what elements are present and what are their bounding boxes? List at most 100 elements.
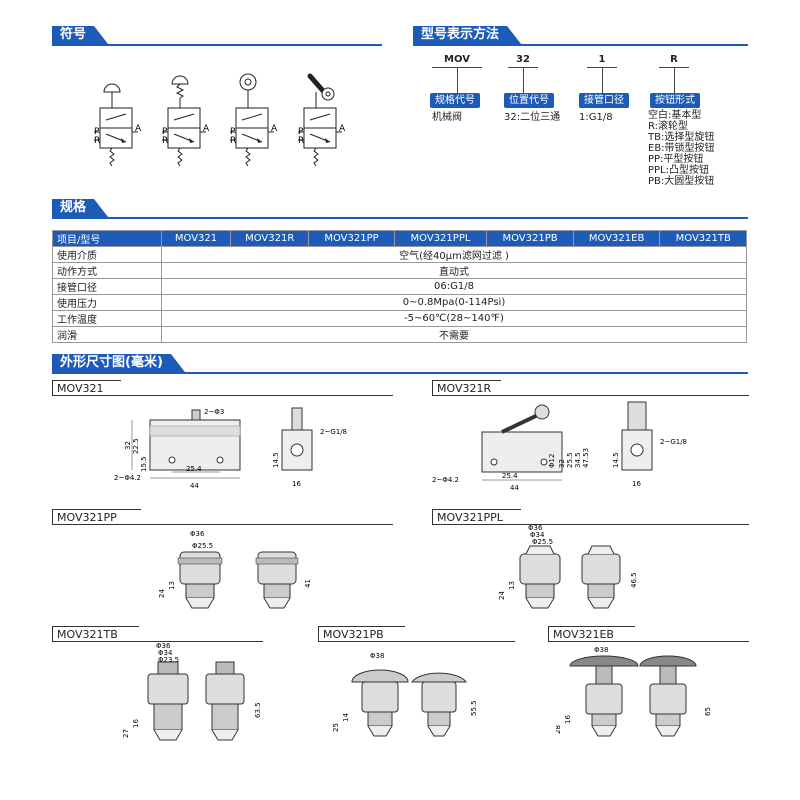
svg-text:41: 41 [304, 579, 312, 588]
section-dims-label: 外形尺寸图(毫米) [52, 354, 185, 372]
drawing-mov321r: 25.4 44 2~Φ4.2 Φ12 32 25.5 34.5 47.53 2~… [432, 401, 687, 492]
spec-header-cell: MOV321 [160, 230, 232, 247]
model-desc-port: 1:G1/8 [579, 112, 613, 123]
svg-text:2~Φ4.2: 2~Φ4.2 [432, 476, 459, 484]
spec-table: 项目/型号 MOV321 MOV321R MOV321PP MOV321PPL … [52, 230, 747, 343]
svg-text:63.5: 63.5 [254, 702, 262, 718]
svg-text:32: 32 [558, 459, 566, 468]
symbol-port-p: P [298, 127, 304, 137]
drawing-title-mov321tb: MOV321TB [52, 626, 263, 642]
svg-text:16: 16 [564, 715, 572, 724]
svg-text:Φ38: Φ38 [370, 652, 384, 660]
drawing-title-mov321pp: MOV321PP [52, 509, 393, 525]
drawing-title-mov321r: MOV321R [432, 380, 749, 396]
svg-text:34.5: 34.5 [574, 452, 582, 468]
symbol-port-a: A [135, 124, 142, 134]
symbol-port-r: R [230, 136, 236, 146]
svg-text:Φ12: Φ12 [548, 454, 556, 468]
svg-text:24: 24 [498, 591, 506, 600]
model-desc-spec: 机械阀 [432, 112, 462, 123]
model-tag-position: 位置代号 [504, 93, 554, 108]
section-symbol-label: 符号 [52, 26, 108, 44]
spec-header-cell: MOV321R [230, 230, 310, 247]
svg-text:Φ25.5: Φ25.5 [532, 538, 553, 546]
svg-text:16: 16 [632, 480, 641, 488]
svg-text:14.5: 14.5 [272, 452, 280, 468]
svg-text:22.5: 22.5 [132, 438, 140, 454]
svg-text:Φ25.5: Φ25.5 [192, 542, 213, 550]
spec-header-row: 项目/型号 MOV321 MOV321R MOV321PP MOV321PPL … [52, 230, 747, 247]
svg-text:Φ38: Φ38 [594, 646, 608, 654]
valve-symbols: P R A P R A P R A P R A [93, 73, 346, 167]
model-code-r: R [670, 54, 678, 65]
spec-header-cell: MOV321PB [486, 230, 574, 247]
symbol-port-r: R [298, 136, 304, 146]
model-tag-port: 接管口径 [579, 93, 629, 108]
drawing-mov321eb: Φ38 28 16 65 [556, 646, 712, 737]
svg-text:55.5: 55.5 [470, 700, 478, 716]
symbol-port-r: R [162, 136, 168, 146]
svg-text:Φ23.5: Φ23.5 [158, 656, 179, 664]
spec-header-cell: MOV321PP [308, 230, 395, 247]
svg-text:46.5: 46.5 [630, 572, 638, 588]
section-model: 型号表示方法 [413, 26, 748, 46]
symbol-port-a: A [339, 124, 346, 134]
svg-text:Φ34: Φ34 [530, 531, 545, 539]
svg-text:44: 44 [510, 484, 519, 492]
svg-text:47.53: 47.53 [582, 448, 590, 468]
model-tag-spec: 规格代号 [430, 93, 480, 108]
svg-text:28: 28 [556, 725, 562, 734]
svg-text:15.5: 15.5 [140, 456, 148, 472]
spec-header-cell: MOV321EB [572, 230, 661, 247]
section-spec: 规格 [52, 199, 748, 219]
symbol-port-p: P [94, 127, 100, 137]
drawing-title-mov321pb: MOV321PB [318, 626, 515, 642]
symbol-port-a: A [203, 124, 210, 134]
symbol-port-r: R [94, 136, 100, 146]
svg-text:Φ34: Φ34 [158, 649, 173, 657]
svg-text:27: 27 [122, 729, 130, 738]
spec-header-cell: MOV321PPL [393, 230, 488, 247]
spec-header-cell: MOV321TB [659, 230, 747, 247]
svg-text:25: 25 [332, 723, 340, 732]
svg-text:2~Φ3: 2~Φ3 [204, 408, 224, 416]
drawing-mov321tb: Φ36 Φ34 Φ23.5 27 16 63.5 [122, 642, 262, 741]
table-row: 润滑不需要 [52, 326, 747, 343]
drawing-title-mov321ppl: MOV321PPL [432, 509, 749, 525]
svg-text:25.4: 25.4 [186, 465, 202, 473]
section-spec-label: 规格 [52, 199, 108, 217]
svg-text:13: 13 [508, 581, 516, 590]
section-dims: 外形尺寸图(毫米) [52, 354, 748, 374]
svg-text:16: 16 [292, 480, 301, 488]
svg-text:14.5: 14.5 [612, 452, 620, 468]
table-row: 使用介质空气(经40μm滤网过滤 ) [52, 246, 747, 263]
svg-text:2~Φ4.2: 2~Φ4.2 [114, 474, 141, 482]
symbol-port-p: P [162, 127, 168, 137]
model-code-1: 1 [598, 54, 606, 65]
drawing-mov321pp: Φ36 Φ25.5 24 13 41 [158, 530, 312, 609]
drawing-mov321: 25.4 44 2~Φ3 2~Φ4.2 32 22.5 15.5 2~G1/8 … [114, 407, 347, 490]
svg-text:16: 16 [132, 719, 140, 728]
svg-text:Φ36: Φ36 [190, 530, 205, 538]
svg-text:2~G1/8: 2~G1/8 [660, 438, 687, 446]
svg-text:65: 65 [704, 707, 712, 716]
model-desc-button: 空白:基本型 R:滚轮型 TB:选择型旋钮 EB:带锁型按钮 PP:平型按钮 P… [648, 110, 715, 187]
spec-header-cell: 项目/型号 [52, 230, 162, 247]
model-desc-position: 32:二位三通 [504, 112, 561, 123]
svg-text:2~G1/8: 2~G1/8 [320, 428, 347, 436]
svg-text:25.4: 25.4 [502, 472, 518, 480]
drawing-title-mov321: MOV321 [52, 380, 393, 396]
svg-text:Φ36: Φ36 [156, 642, 171, 650]
model-code-32: 32 [516, 54, 530, 65]
table-row: 工作温度-5~60℃(28~140℉) [52, 310, 747, 327]
svg-text:44: 44 [190, 482, 199, 490]
drawing-title-mov321eb: MOV321EB [548, 626, 749, 642]
symbol-port-p: P [230, 127, 236, 137]
svg-text:24: 24 [158, 589, 166, 598]
svg-text:14: 14 [342, 713, 350, 722]
svg-text:32: 32 [124, 441, 132, 450]
section-symbol: 符号 [52, 26, 382, 46]
model-tag-button: 按钮形式 [650, 93, 700, 108]
